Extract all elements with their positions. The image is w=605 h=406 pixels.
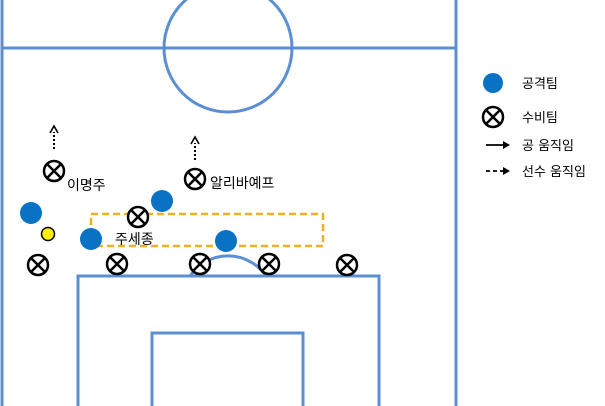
legend: 공격팀 수비팀 공 움직임 선수 움직임 [481, 73, 586, 180]
touchline-boundary [0, 0, 458, 406]
defender-mark [188, 252, 212, 276]
attacker-dot [151, 190, 173, 212]
attacker-dot [20, 202, 42, 224]
goal-area [150, 331, 305, 406]
legend-attacker-label: 공격팀 [522, 77, 558, 92]
legend-defender-label: 수비팀 [522, 111, 558, 126]
player-label-3: 주세종 [115, 232, 154, 248]
attacker-dot [215, 230, 237, 252]
legend-player-movement-arrow-icon [486, 167, 510, 175]
center-circle [162, 0, 294, 114]
defender-mark [335, 253, 359, 277]
player-label-1: 이명주 [67, 178, 106, 194]
defender-mark [105, 252, 129, 276]
penalty-area [76, 274, 381, 406]
attackers [20, 190, 237, 252]
movement-arrow-1 [49, 124, 59, 149]
legend-defender-swatch [481, 105, 505, 129]
defender-mark [257, 252, 281, 276]
field-lines [0, 0, 458, 406]
legend-attacker-swatch [483, 73, 503, 93]
defender-mark [183, 167, 207, 191]
ball [40, 226, 56, 242]
legend-ball-movement-arrow-icon [486, 141, 510, 149]
defender-mark [26, 253, 50, 277]
legend-player-movement-label: 선수 움직임 [522, 165, 586, 180]
player-label-2: 알리바예프 [210, 176, 275, 192]
attacker-dot [80, 228, 102, 250]
legend-ball-movement-label: 공 움직임 [522, 139, 574, 154]
defender-mark [126, 205, 150, 229]
movement-arrow-2 [190, 135, 200, 160]
defender-mark [42, 159, 66, 183]
